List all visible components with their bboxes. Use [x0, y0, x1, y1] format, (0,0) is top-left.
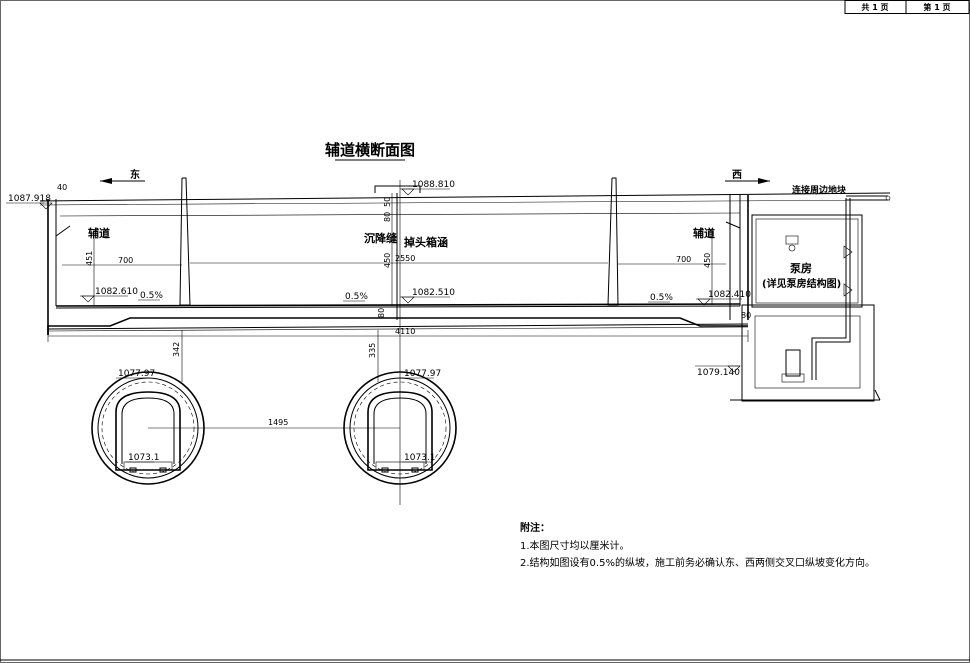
slope-center: 0.5%: [345, 292, 368, 302]
elev-tunnel-left-top: 1077.97: [118, 369, 155, 379]
label-pump-room-ref: (详见泵房结构图): [762, 277, 841, 290]
notes-heading: 附注：: [520, 521, 550, 534]
elev-center-floor: 1082.510: [412, 288, 455, 298]
elev-center-top: 1088.810: [412, 180, 455, 190]
dim-center-cover: 335: [368, 343, 377, 358]
dim-right-slab: 80: [741, 311, 751, 320]
label-box-culvert: 掉头箱涵: [404, 235, 448, 249]
dim-center-top-a: 50: [383, 197, 392, 207]
sheet-number-block: 共 1 页 第 1 页: [844, 0, 970, 14]
slope-left: 0.5%: [140, 291, 163, 301]
dim-tunnel-spacing: 1495: [268, 418, 288, 427]
direction-east-label: 东: [130, 168, 140, 181]
drawing-title: 辅道横断面图: [325, 141, 415, 159]
elev-tunnel-right-top: 1077.97: [404, 369, 441, 379]
dim-left-width: 700: [118, 256, 133, 265]
elev-right-floor: 1082.410: [708, 290, 751, 300]
total-pages: 共 1 页: [861, 2, 888, 12]
dim-bottom-slab: 80: [377, 308, 386, 318]
dim-right-width: 700: [676, 255, 691, 264]
direction-east: 东: [100, 168, 145, 184]
label-pump-room: 泵房: [790, 261, 812, 275]
dim-center-width: 2550: [395, 254, 415, 263]
elev-pump-bottom: 1079.140: [697, 368, 740, 378]
elev-left-floor: 1082.610: [95, 287, 138, 297]
dimension-lines: 700 451 40 2550 50 80 450 700 450 80 80 …: [47, 183, 751, 429]
label-aux-road-left: 辅道: [88, 226, 110, 240]
slope-markers: 0.5% 0.5% 0.5%: [138, 291, 673, 303]
direction-west: 西: [725, 169, 770, 184]
ground-lines: [39, 192, 891, 217]
box-culvert-structure: [47, 177, 749, 505]
note-1: 1.本图尺寸均以厘米计。: [520, 539, 630, 552]
label-settlement-joint: 沉降缝: [364, 231, 397, 245]
dim-right-height: 450: [703, 253, 712, 268]
elev-left-top: 1087.918: [8, 194, 51, 204]
pump-room: 泵房 (详见泵房结构图): [730, 195, 891, 402]
notes: 附注： 1.本图尺寸均以厘米计。 2.结构如图设有0.5%的纵坡，施工前务必确认…: [520, 521, 875, 569]
dim-total-width: 4110: [395, 327, 415, 336]
label-aux-road-right: 辅道: [693, 226, 715, 240]
tunnel-right: 1077.97 1073.1: [343, 369, 457, 485]
note-2: 2.结构如图设有0.5%的纵坡，施工前务必确认东、西两侧交叉口纵坡变化方向。: [520, 556, 875, 569]
direction-west-label: 西: [732, 169, 742, 181]
dim-left-curb: 40: [57, 183, 67, 192]
elev-tunnel-left-rail: 1073.1: [128, 453, 160, 463]
elevation-markers: 1087.918 1088.810 1082.610 1082.510 1082…: [6, 180, 751, 378]
dim-left-height: 451: [85, 251, 94, 266]
dim-center-top-b: 80: [383, 212, 392, 222]
slope-right: 0.5%: [650, 293, 673, 303]
tunnel-left: 1077.97 1073.1: [91, 369, 205, 485]
elev-tunnel-right-rail: 1073.1: [404, 453, 436, 463]
label-connect: 连接周边地块: [792, 184, 847, 196]
dim-center-height: 450: [383, 253, 392, 268]
dim-left-cover: 342: [172, 342, 181, 357]
page-number: 第 1 页: [923, 2, 950, 12]
